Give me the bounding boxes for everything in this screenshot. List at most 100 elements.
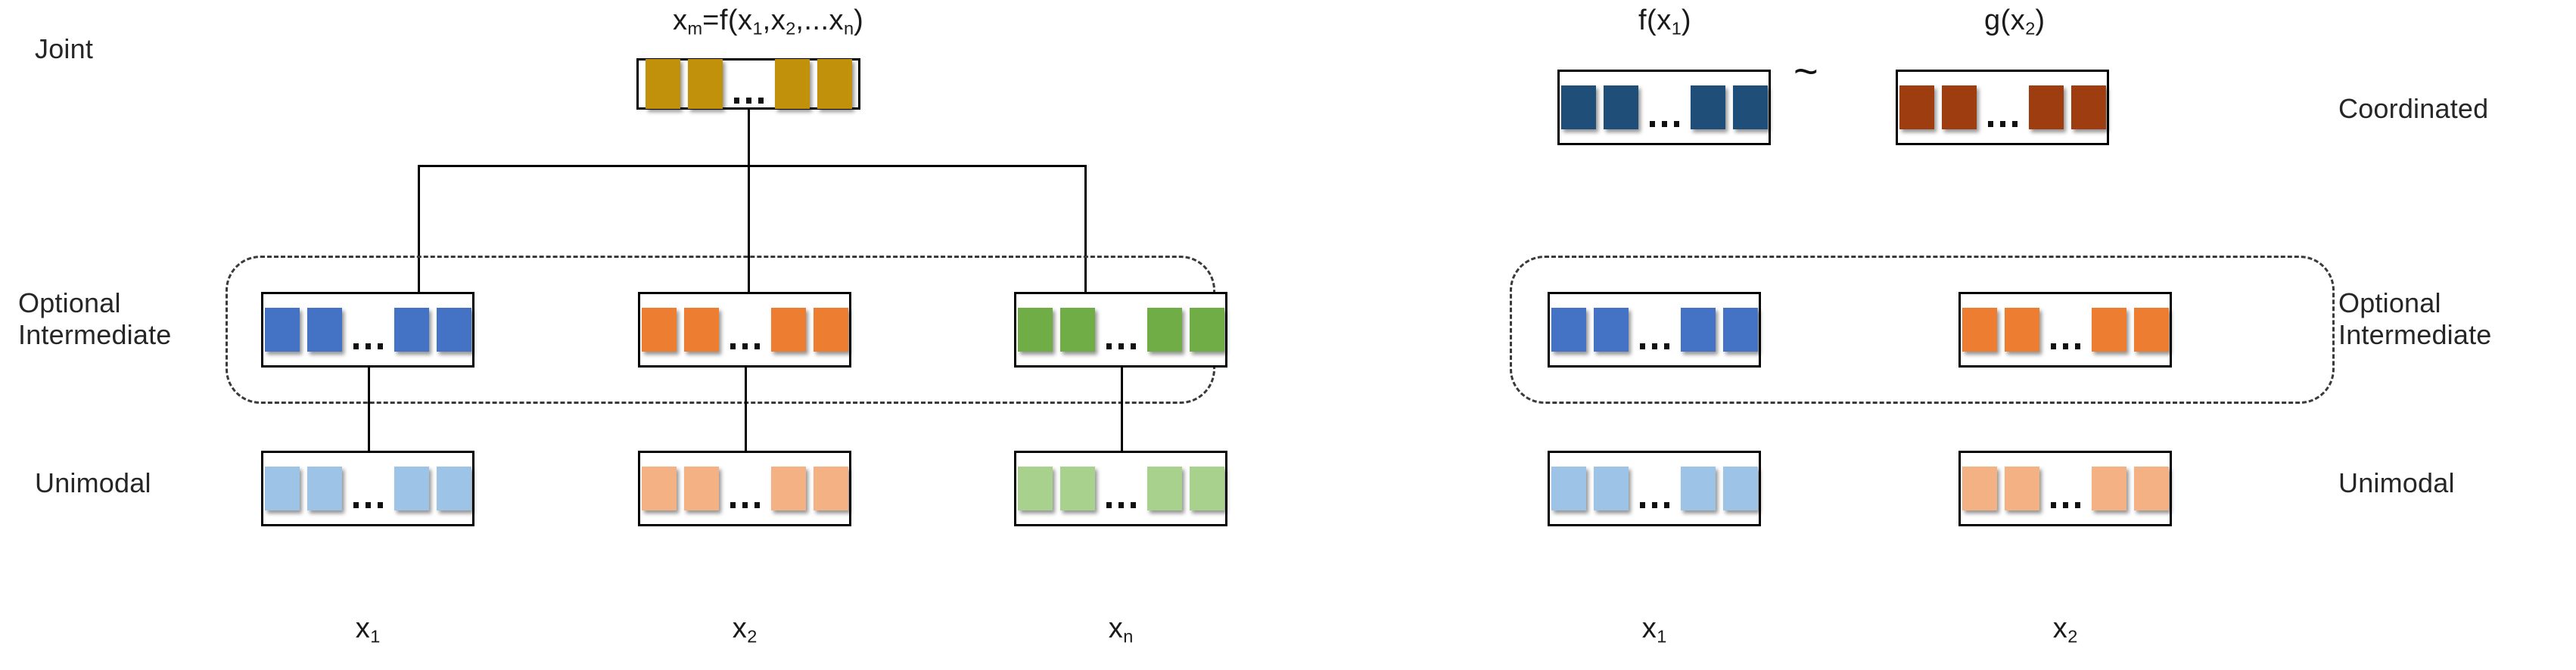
unit-strip bbox=[1014, 306, 1228, 354]
ellipsis-icon bbox=[723, 306, 767, 354]
connector-joint-to-intermediate-1 bbox=[418, 165, 420, 296]
unit-square bbox=[1059, 308, 1095, 352]
unit-square bbox=[2004, 467, 2039, 510]
optional-intermediate-group-right bbox=[1510, 256, 2335, 404]
unit-strip bbox=[1014, 464, 1228, 513]
unit-square bbox=[683, 467, 719, 510]
joint-representation-box bbox=[636, 58, 860, 110]
unit-square bbox=[1551, 467, 1586, 510]
unit-strip bbox=[1557, 83, 1772, 132]
unit-strip bbox=[1958, 464, 2173, 513]
ellipsis-icon bbox=[1642, 83, 1687, 132]
unit-strip bbox=[1548, 464, 1762, 513]
coordinated-representation-2-box bbox=[1896, 70, 2109, 145]
unit-square bbox=[1690, 85, 1725, 129]
unit-square bbox=[1593, 467, 1629, 510]
connector-joint-bus bbox=[418, 165, 1087, 167]
ellipsis-icon bbox=[2043, 464, 2088, 513]
unimodal-modality-1-box-right bbox=[1548, 451, 1761, 526]
ellipsis-icon bbox=[2043, 306, 2088, 354]
unit-square bbox=[770, 467, 806, 510]
unit-square bbox=[1962, 467, 1997, 510]
ellipsis-icon bbox=[1632, 464, 1677, 513]
unit-square bbox=[306, 308, 342, 352]
intermediate-modality-1-box bbox=[261, 292, 474, 368]
unimodal-modality-1-box bbox=[261, 451, 474, 526]
intermediate-modality-1-box-right bbox=[1548, 292, 1761, 368]
ellipsis-icon bbox=[1099, 306, 1143, 354]
ellipsis-icon bbox=[723, 464, 767, 513]
coordinated-representation-1-box bbox=[1557, 70, 1771, 145]
input-label-x1-right: x1 bbox=[1641, 613, 1667, 647]
input-label-x1-left: x1 bbox=[355, 613, 381, 647]
unit-square bbox=[1941, 85, 1977, 129]
unit-square bbox=[1560, 85, 1596, 129]
intermediate-modality-2-box-right bbox=[1958, 292, 2172, 368]
unit-square bbox=[2004, 308, 2039, 352]
unit-square bbox=[1551, 308, 1586, 352]
unit-strip bbox=[642, 59, 856, 109]
unit-square bbox=[1146, 467, 1182, 510]
unit-square bbox=[436, 467, 471, 510]
unit-strip bbox=[638, 306, 852, 354]
connector-intermediate-2-to-unimodal-2 bbox=[745, 368, 747, 452]
unit-strip bbox=[261, 464, 475, 513]
input-label-x2-left: x2 bbox=[732, 613, 758, 647]
row-label-optional-intermediate-right: Optional Intermediate bbox=[2338, 287, 2492, 351]
unimodal-modality-n-box bbox=[1014, 451, 1227, 526]
unit-square bbox=[1189, 308, 1224, 352]
unit-square bbox=[1680, 467, 1716, 510]
row-label-unimodal-right: Unimodal bbox=[2338, 467, 2455, 498]
ellipsis-icon bbox=[346, 464, 390, 513]
row-label-coordinated: Coordinated bbox=[2338, 93, 2489, 124]
unit-square bbox=[1593, 308, 1629, 352]
connector-joint-to-intermediate-n bbox=[1084, 165, 1087, 296]
unit-strip bbox=[1958, 306, 2173, 354]
intermediate-modality-2-box bbox=[638, 292, 851, 368]
ellipsis-icon bbox=[1632, 306, 1677, 354]
ellipsis-icon bbox=[726, 60, 771, 108]
unit-square bbox=[2133, 467, 2169, 510]
unit-square bbox=[2028, 85, 2064, 129]
unit-square bbox=[1603, 85, 1638, 129]
unit-square bbox=[687, 59, 723, 109]
unit-square bbox=[1017, 308, 1053, 352]
unit-square bbox=[264, 467, 300, 510]
unit-square bbox=[683, 308, 719, 352]
unit-square bbox=[813, 467, 848, 510]
unit-square bbox=[306, 467, 342, 510]
row-label-unimodal-left: Unimodal bbox=[35, 467, 151, 498]
row-label-joint: Joint bbox=[35, 33, 94, 64]
unimodal-modality-2-box-right bbox=[1958, 451, 2172, 526]
unit-square bbox=[436, 308, 471, 352]
unit-square bbox=[264, 308, 300, 352]
intermediate-modality-n-box bbox=[1014, 292, 1227, 368]
unit-square bbox=[817, 59, 852, 109]
unit-square bbox=[1722, 308, 1758, 352]
unit-square bbox=[1899, 85, 1934, 129]
unit-square bbox=[1017, 467, 1053, 510]
unit-strip bbox=[638, 464, 852, 513]
unit-square bbox=[1680, 308, 1716, 352]
connector-joint-to-intermediate-2 bbox=[748, 165, 750, 296]
unit-strip bbox=[1896, 83, 2110, 132]
row-label-optional-intermediate-left: Optional Intermediate bbox=[18, 287, 172, 351]
unit-square bbox=[1146, 308, 1182, 352]
unit-square bbox=[770, 308, 806, 352]
joint-formula: xm=f(x1,x2,...xn) bbox=[673, 5, 863, 39]
ellipsis-icon bbox=[1099, 464, 1143, 513]
unit-square bbox=[394, 467, 429, 510]
unit-square bbox=[774, 59, 810, 109]
unit-square bbox=[1189, 467, 1224, 510]
unit-square bbox=[645, 59, 680, 109]
connector-intermediate-n-to-unimodal-n bbox=[1121, 368, 1123, 452]
unit-square bbox=[2091, 308, 2126, 352]
unit-square bbox=[1059, 467, 1095, 510]
unit-strip bbox=[1548, 306, 1762, 354]
unit-square bbox=[1962, 308, 1997, 352]
unit-square bbox=[1722, 467, 1758, 510]
unit-square bbox=[641, 308, 677, 352]
connector-joint-stem bbox=[748, 110, 750, 167]
unit-square bbox=[394, 308, 429, 352]
